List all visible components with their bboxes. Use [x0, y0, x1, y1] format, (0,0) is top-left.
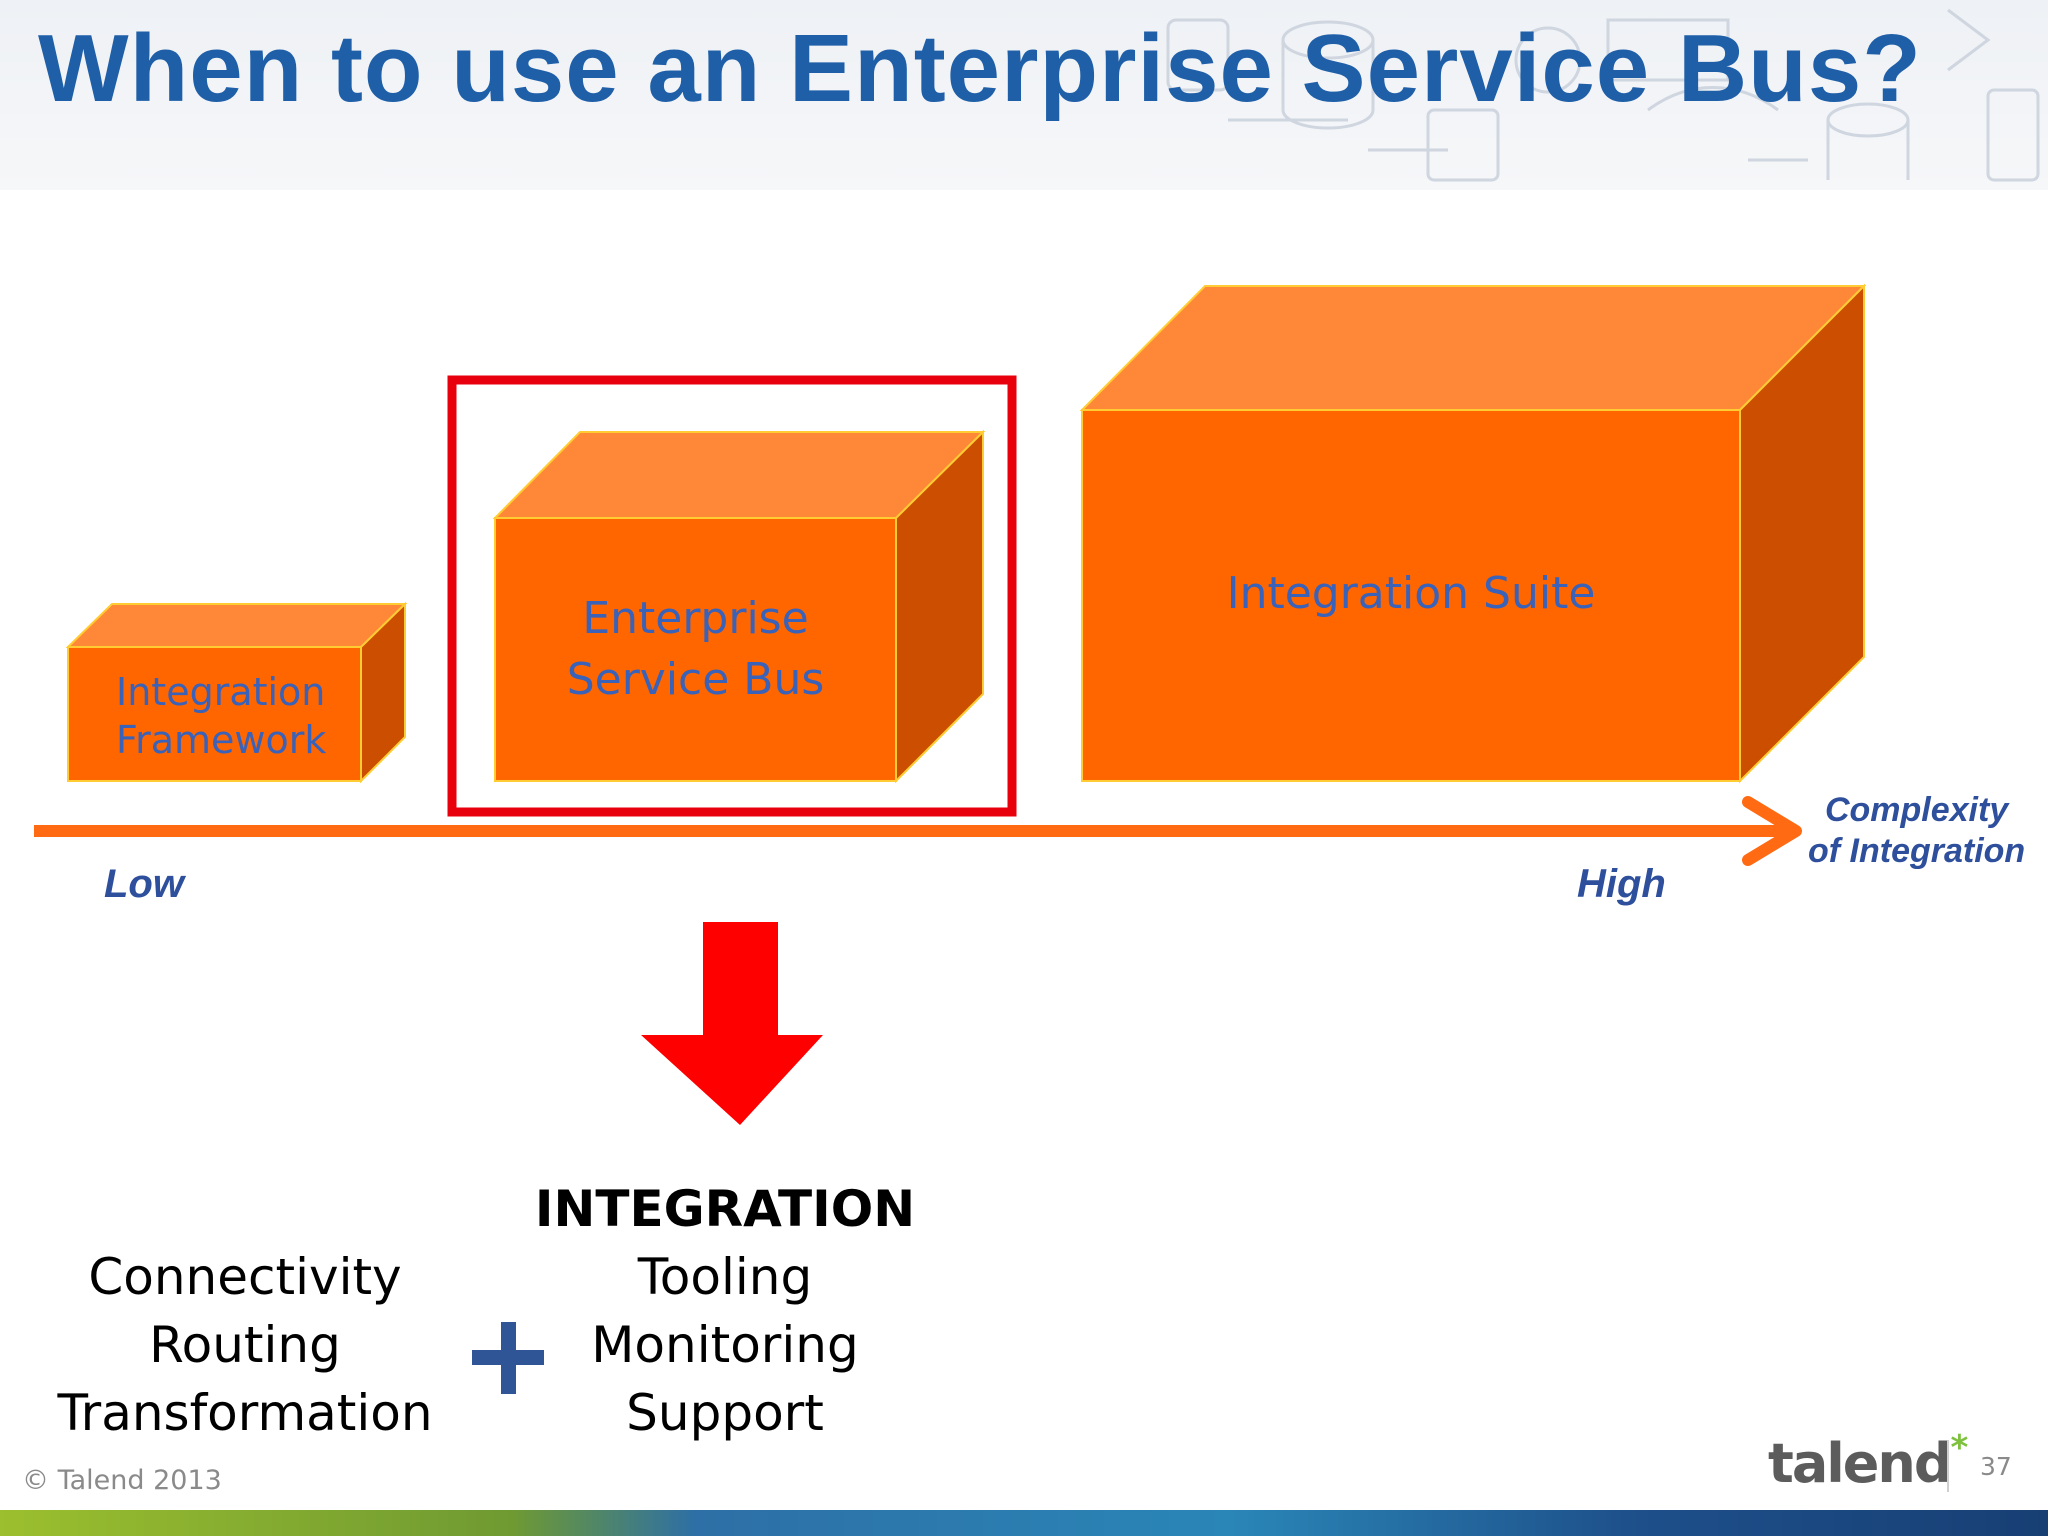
highlight-frame — [447, 375, 1017, 817]
feature-item: Transformation — [57, 1384, 433, 1442]
box-top-face — [1079, 285, 1867, 411]
integration-features-list: INTEGRATION Tooling Monitoring Support — [520, 1175, 930, 1447]
box-front-face — [67, 646, 362, 782]
talend-logo: talend* — [1768, 1428, 1968, 1495]
box-label-line: Framework — [116, 718, 327, 762]
logo-star-icon: * — [1950, 1428, 1968, 1468]
axis-title: Complexity of Integration — [1808, 790, 2025, 872]
box-label-line: Integration Suite — [1226, 568, 1596, 619]
copyright-text: © Talend 2013 — [22, 1465, 222, 1496]
page-number: 37 — [1980, 1452, 2012, 1481]
axis-low-label: Low — [104, 862, 184, 906]
axis-high-label: High — [1577, 862, 1666, 906]
box-label-integration-suite: Integration Suite — [1082, 565, 1740, 623]
box-label-line: Enterprise — [582, 593, 809, 644]
feature-item: Routing — [149, 1316, 341, 1374]
box-front-face — [1081, 409, 1741, 782]
box-integration-suite — [1079, 283, 1867, 784]
logo-text: talend — [1768, 1432, 1952, 1495]
feature-item: Connectivity — [88, 1248, 402, 1306]
integration-heading: INTEGRATION — [534, 1180, 916, 1238]
box-label-line: Integration — [116, 670, 326, 714]
axis-title-line: of Integration — [1808, 832, 2026, 870]
complexity-diagram — [34, 283, 1867, 1125]
plus-icon — [472, 1322, 544, 1394]
feature-item: Monitoring — [591, 1316, 859, 1374]
slide-title: When to use an Enterprise Service Bus? — [38, 15, 1922, 122]
header-sketch-illustration — [1166, 8, 2040, 182]
feature-item: Support — [626, 1384, 824, 1442]
complexity-axis-arrow — [34, 796, 1802, 866]
box-label-integration-framework: Integration Framework — [68, 668, 361, 764]
plus-bar-vertical — [501, 1322, 516, 1394]
axis-title-line: Complexity — [1824, 791, 2009, 829]
footer-color-strip — [0, 1510, 2048, 1536]
box-label-enterprise-service-bus: Enterprise Service Bus — [495, 588, 896, 710]
esb-features-list: Connectivity Routing Transformation — [40, 1243, 450, 1447]
logo-divider — [1947, 1440, 1949, 1492]
down-arrow — [641, 922, 823, 1125]
box-top-face — [65, 603, 408, 648]
header-band — [0, 0, 2048, 190]
box-label-line: Service Bus — [566, 654, 825, 705]
feature-item: Tooling — [637, 1248, 813, 1306]
box-enterprise-service-bus — [492, 429, 986, 784]
box-integration-framework — [65, 601, 408, 784]
box-front-face — [494, 517, 897, 782]
